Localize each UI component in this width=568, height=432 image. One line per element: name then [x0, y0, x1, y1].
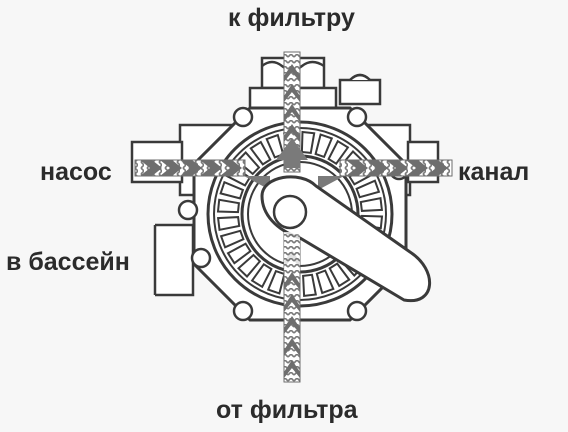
label-pump: насос — [40, 158, 112, 186]
gasket-segment — [266, 269, 286, 295]
flow-arrow-icon — [284, 272, 300, 290]
flow-arrow-icon — [284, 124, 300, 142]
valve-handle — [260, 175, 432, 303]
gasket-segment — [219, 229, 245, 249]
gasket-segment — [216, 198, 240, 214]
gasket-segment — [249, 140, 272, 166]
flow-vertical-overlay — [284, 232, 300, 272]
label-from-filter: от фильтра — [216, 396, 358, 424]
label-to-filter: к фильтру — [228, 4, 355, 32]
flow-arrow-icon — [284, 360, 300, 378]
gasket-segment — [315, 269, 335, 295]
flow-arrow-icon — [346, 160, 368, 176]
gasket-segment — [300, 130, 316, 154]
label-drain: канал — [458, 158, 530, 186]
flow-arrow-icon — [284, 316, 300, 334]
flow-arrow-icon — [386, 160, 408, 176]
flow-arrow-icon — [284, 294, 300, 312]
gasket-segment — [355, 179, 381, 199]
gasket-segment — [302, 273, 317, 298]
flow-arrow-icon — [200, 160, 222, 176]
gasket-segment — [216, 216, 241, 231]
gasket-segment — [237, 253, 262, 278]
flow-arrow-icon — [140, 160, 448, 176]
flow-arrow-icon — [284, 338, 300, 356]
gasket-segment — [250, 262, 273, 289]
flow-arrow-icon — [180, 160, 202, 176]
flow-arrow-icon — [160, 160, 182, 176]
flow-arrow-icon — [284, 84, 300, 102]
flow-arrow-icon — [284, 64, 300, 82]
gasket-segment — [219, 180, 245, 200]
flow-arrow-icon — [366, 160, 388, 176]
gasket-segment — [328, 262, 351, 288]
flow-arrow-icon — [426, 160, 448, 176]
gasket-segment — [359, 197, 384, 212]
gasket-segment — [314, 133, 334, 159]
gasket-segment — [236, 151, 261, 176]
flow-arrow-icon — [406, 160, 428, 176]
pool-port — [153, 223, 195, 297]
flow-arrow-icon — [220, 160, 242, 176]
right-bracket — [338, 73, 382, 106]
flow-arrow-icon — [140, 160, 162, 176]
flow-arrow-icon — [284, 104, 300, 122]
gasket-segment — [327, 139, 350, 166]
gasket-segment — [226, 242, 252, 265]
label-to-pool: в бассейн — [6, 248, 130, 276]
